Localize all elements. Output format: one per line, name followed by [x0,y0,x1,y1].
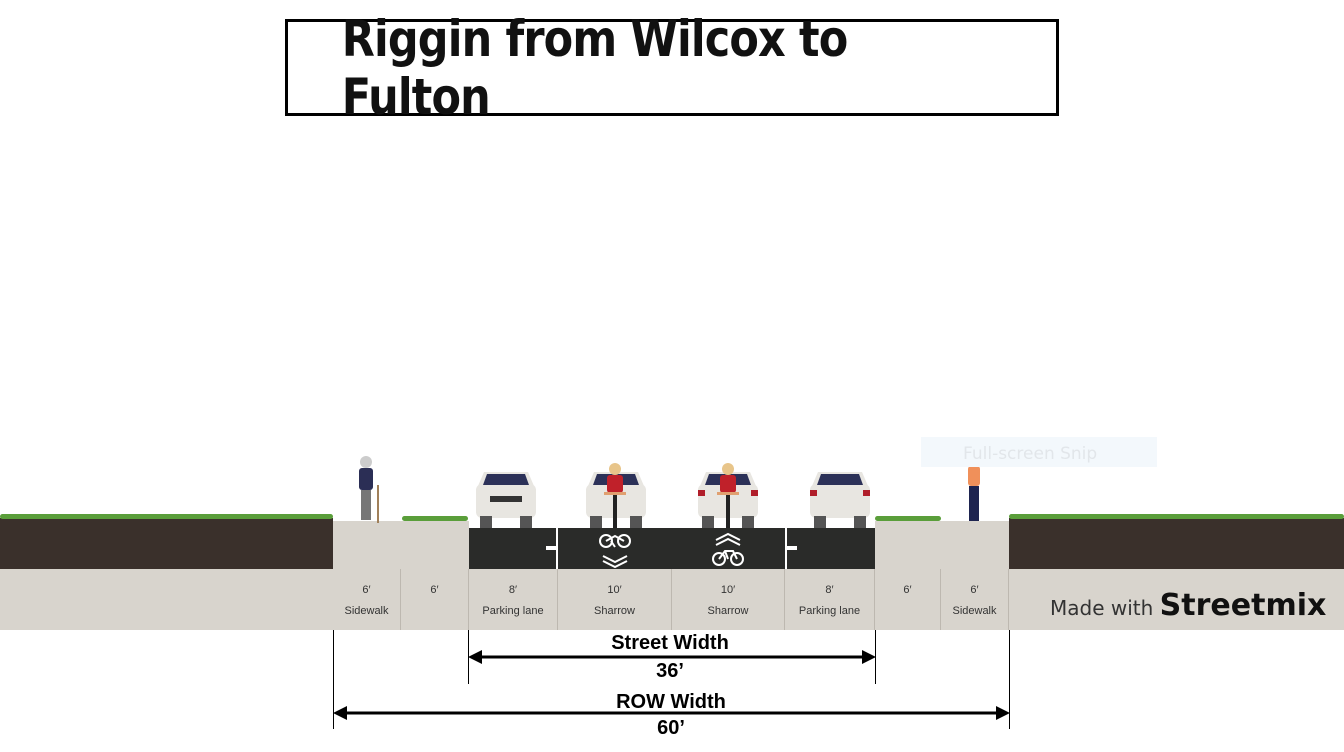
segment-parking-right[interactable]: 8′Parking lane [785,569,875,630]
parking-mark [787,546,797,550]
sharrow-marking-icon [599,534,631,568]
sidewalk-right-surface [875,521,1009,569]
segment-sidewalk-right[interactable]: 6′Sidewalk [941,569,1009,630]
segment-parking-left[interactable]: 8′Parking lane [469,569,558,630]
parking-lane-left-surface [469,528,556,569]
planter-left [402,516,468,521]
car-icon [698,472,758,528]
label-band [0,569,1344,630]
street-width-value: 36’ [656,660,684,682]
street-width-label: Street Width [611,632,729,654]
street-width-arrow [468,650,876,664]
diagram-title: Riggin from Wilcox to Fulton [285,10,1059,126]
parking-mark [546,546,556,550]
dirt-left [0,518,333,569]
segment-sidewalk-left[interactable]: 6′Sidewalk [333,569,401,630]
sharrow-lanes-surface [558,528,785,569]
grass-right [1009,514,1344,519]
segment-sharrow-2[interactable]: 10′Sharrow [672,569,785,630]
cyclist-icon [717,463,739,528]
streetmix-watermark: Made with Streetmix [1050,588,1327,623]
segment-sharrow-1[interactable]: 10′Sharrow [558,569,672,630]
sidewalk-left-surface [333,521,469,569]
segment-buffer-right[interactable]: 6′ [875,569,941,630]
sharrow-marking-icon [712,532,744,566]
row-width-arrow [333,706,1010,720]
row-width-value: 60’ [657,717,685,739]
grass-left [0,514,333,519]
planter-right [875,516,941,521]
row-width-extent-left [333,630,334,729]
row-width-label: ROW Width [616,691,726,713]
cyclist-icon [604,463,626,528]
dirt-right [1009,518,1344,569]
parking-lane-right-surface [787,528,875,569]
car-icon [476,472,536,528]
row-width-extent-right [1009,630,1010,729]
pedestrian-elderly-icon [359,456,379,523]
car-icon [810,472,870,528]
segment-buffer-left[interactable]: 6′ [401,569,469,630]
snip-overlay: Full-screen Snip [921,437,1157,467]
